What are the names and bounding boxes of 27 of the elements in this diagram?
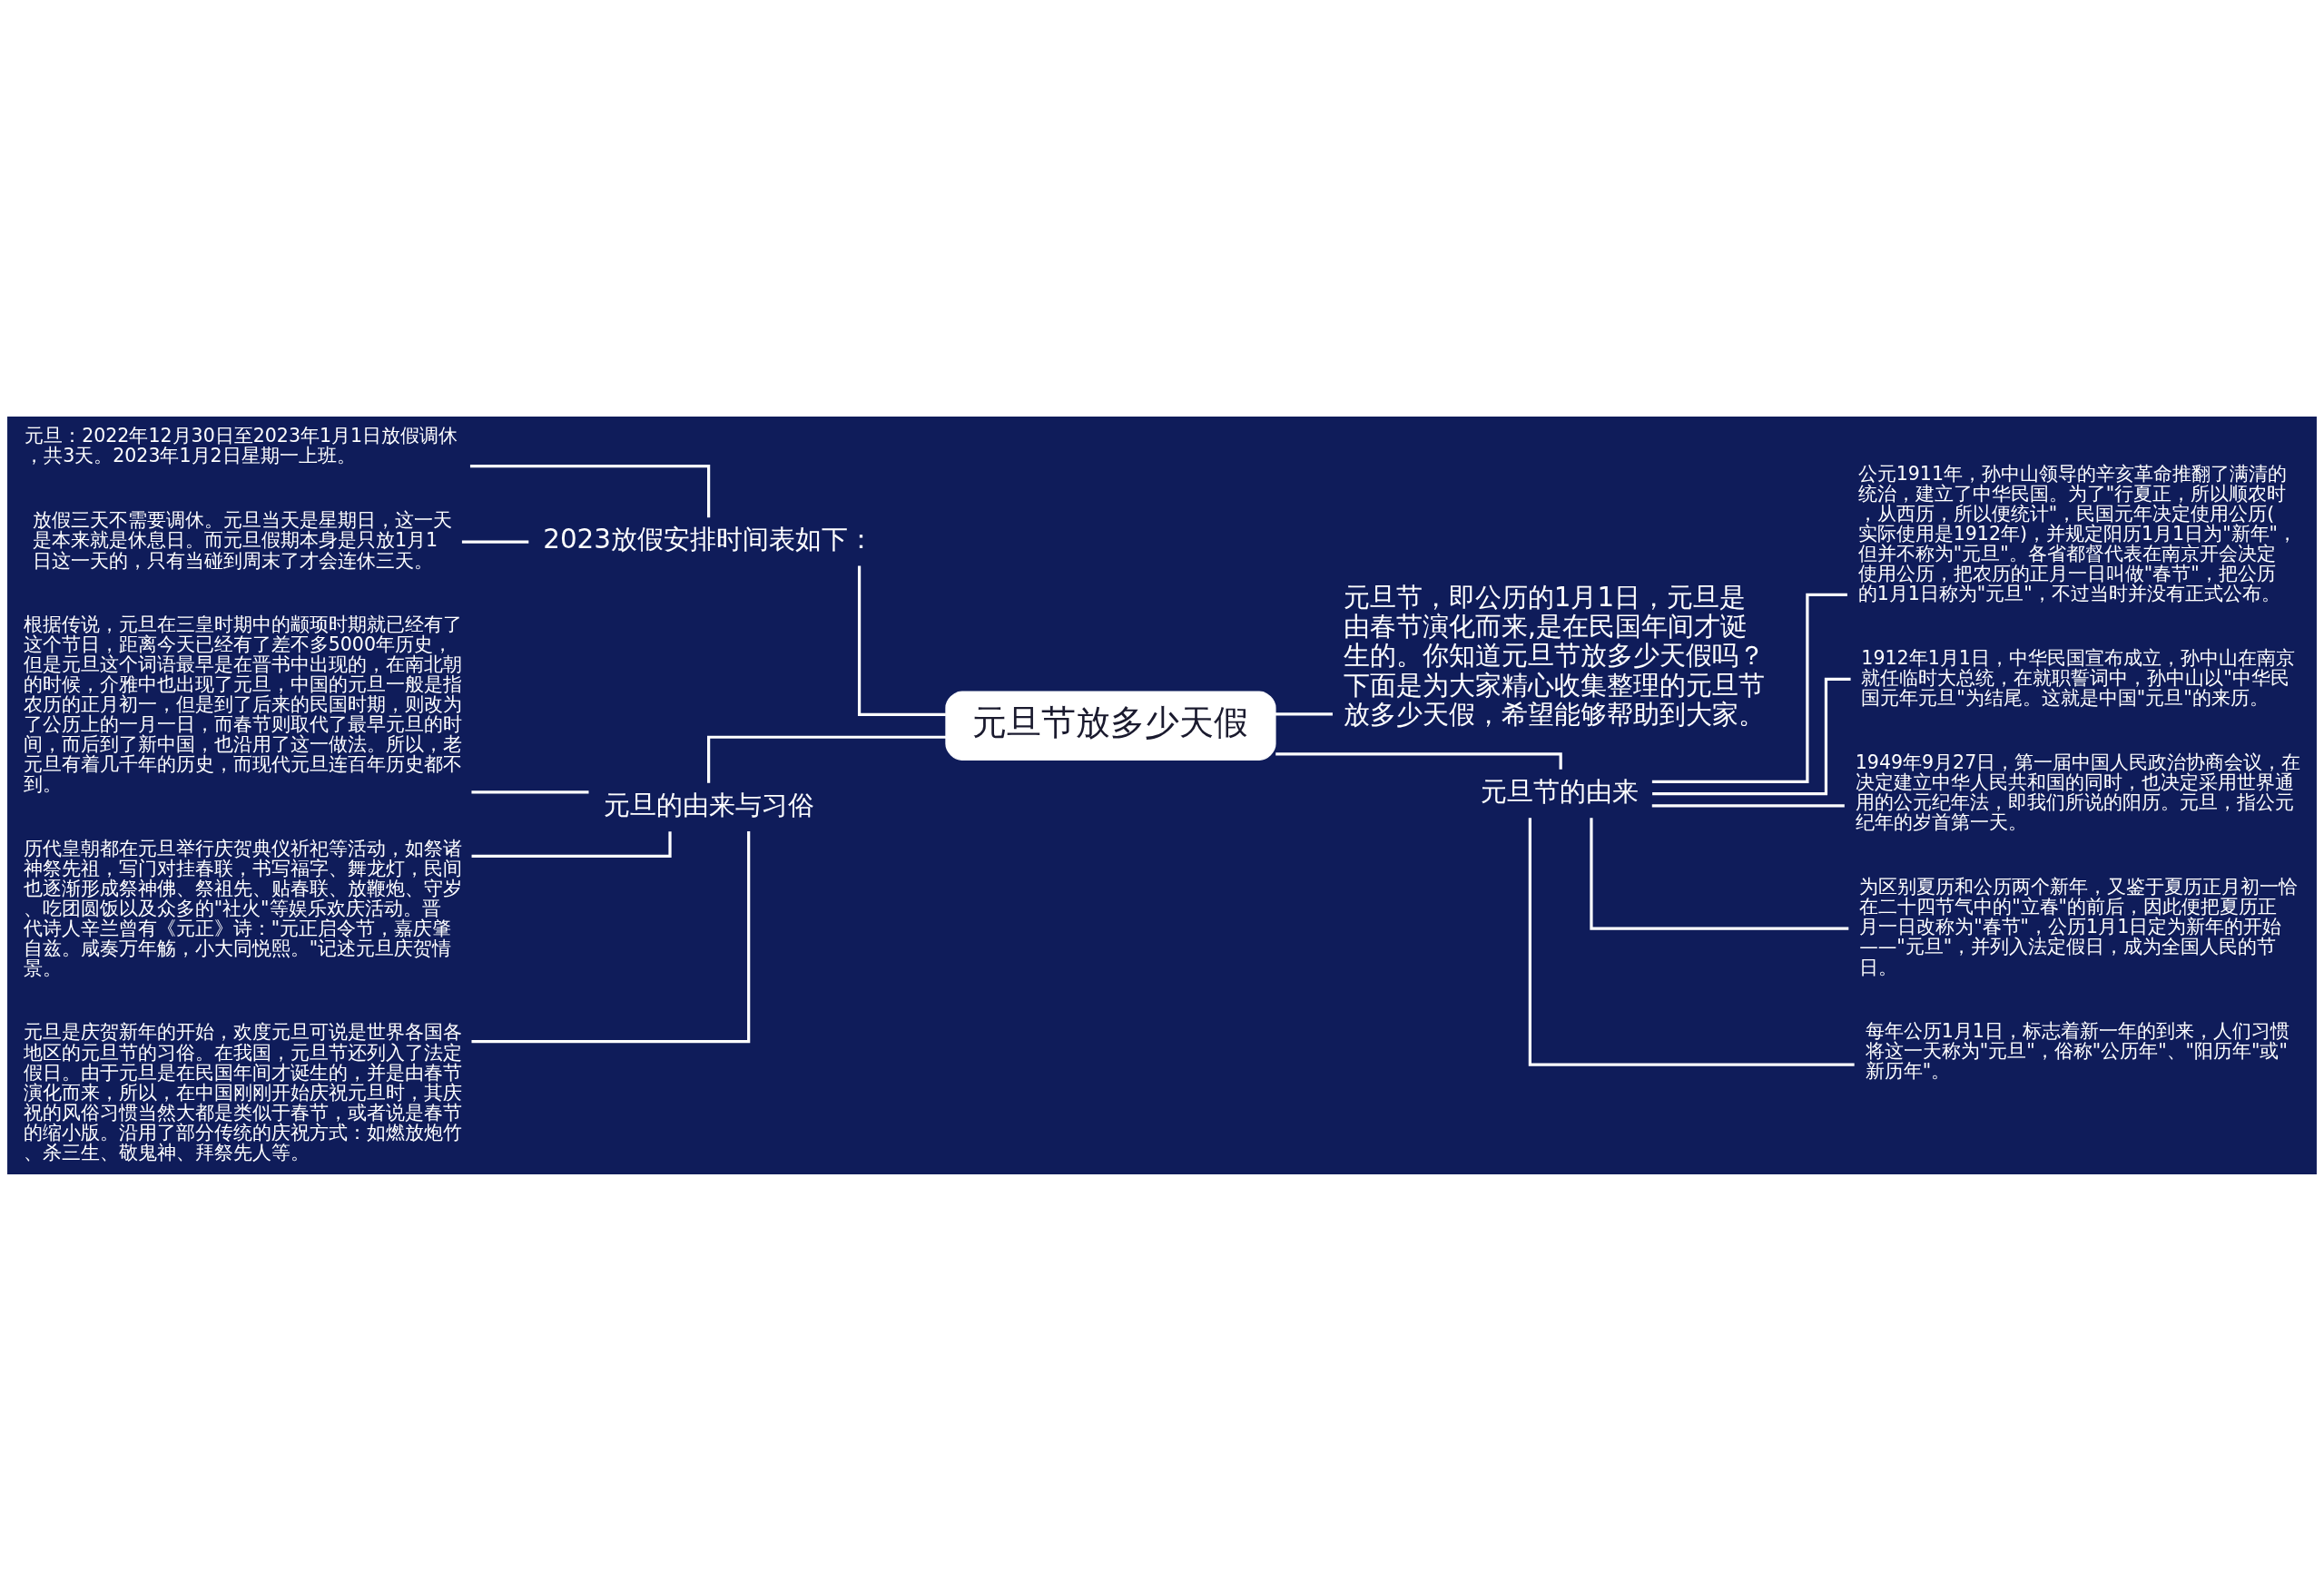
node-text: 元旦节的由来	[1481, 775, 1640, 807]
connector	[461, 539, 529, 544]
node-text: 1949年9月27日，第一届中国人民政治协商会议，在决定建立中华人民共和国的同时，也决定采用世界通用的公元纪年法，即我们所说的阳历。元旦，指公元纪年的岁首第一天。	[1855, 751, 2301, 833]
node-text: 元旦的由来与习俗	[603, 789, 814, 820]
node-text: 每年公历1月1日，标志着新一年的到来，人们习惯将这一天称为"元旦"，俗称"公历年"、"阳历年"或"新历年"。	[1865, 1019, 2290, 1082]
node-text: 2023放假安排时间表如下：	[543, 523, 874, 555]
node-text: 公元1911年，孙中山领导的辛亥革命推翻了满清的统治，建立了中华民国。为了"行夏正，所以顺农时，从西历，所以便统计"，民国元年决定使用公历(实际使用是1912年)，并规定阳历1月1日为"新年"，但并不称为"元旦"。各省都督代表在南京开会决定使用公历，把农历的正月一日叫做"春节"，把公历的1月1日称为"元旦"，不过当时并没有正式公布。	[1857, 462, 2298, 604]
connector	[1651, 593, 1847, 783]
connector	[707, 735, 947, 783]
node-text: 元旦是庆贺新年的开始，欢度元旦可说是世界各国各地区的元旦节的习俗。在我国，元旦节还列入了法定假日。由于元旦是在民国年间才诞生的，并是由春节演化而来，所以，在中国刚刚开始庆祝元旦时，其庆祝的风俗习惯当然大都是类似于春节，或者说是春节的缩小版。沿用了部分传统的庆祝方式：如燃放炮竹、杀三生、敬鬼神、拜祭先人等。	[23, 1020, 462, 1163]
node-text: 元旦节，即公历的1月1日，元旦是由春节演化而来,是在民国年间才诞生的。你知道元旦节放多少天假吗？下面是为大家精心收集整理的元旦节放多少天假，希望能够帮助到大家。	[1343, 581, 1765, 730]
node-text: 1912年1月1日，中华民国宣布成立，孙中山在南京就任临时大总统，在就职誓词中，孙中山以"中华民国元年元旦"为结尾。这就是中国"元旦"的来历。	[1861, 646, 2295, 709]
connector	[1528, 817, 1855, 1066]
connector	[857, 565, 946, 716]
node-text: 历代皇朝都在元旦举行庆贺典仪祈祀等活动，如祭诸神祭先祖，写门对挂春联，书写福字、舞龙灯，民间也逐渐形成祭神佛、祭祖先、贴春联、放鞭炮、守岁、吃团圆饭以及众多的"社火"等娱乐欢庆活动。晋代诗人辛兰曾有《元正》诗："元正启令节，嘉庆肇自兹。咸奏万年觞，小大同悦熙。"记述元旦庆贺情景。	[23, 837, 462, 979]
connector	[1275, 712, 1333, 715]
connector	[1651, 803, 1845, 807]
connector	[469, 464, 711, 517]
node-box: 元旦节放多少天假	[945, 691, 1276, 761]
connector	[471, 830, 751, 1043]
connector	[1652, 677, 1851, 795]
connector	[471, 790, 589, 793]
node-text: 元旦：2022年12月30日至2023年1月1日放假调休，共3天。2023年1月2日星期一上班。	[25, 424, 458, 466]
node-text: 为区别夏历和公历两个新年，又鉴于夏历正月初一恰在二十四节气中的"立春"的前后，因此便把夏历正月一日改称为"春节"，公历1月1日定为新年的开始——"元旦"，并列入法定假日，成为全国人民的节日。	[1859, 875, 2299, 978]
connector	[1590, 817, 1849, 930]
node-text: 放假三天不需要调休。元旦当天是星期日，这一天是本来就是休息日。而元旦假期本身是只放1月1日这一天的，只有当碰到周末了才会连休三天。	[32, 508, 452, 572]
node-text: 根据传说，元旦在三皇时期中的颛顼时期就已经有了这个节日，距离今天已经有了差不多5000年历史，但是元旦这个词语最早是在晋书中出现的，在南北朝的时候，介雅中也出现了元旦，中国的元旦一般是指农历的正月初一，但是到了后来的民国时期，则改为了公历上的一月一日，而春节则取代了最早元旦的时间，而后到了新中国，也沿用了这一做法。所以，老元旦有着几千年的历史，而现代元旦连百年历史都不到。	[23, 613, 462, 795]
